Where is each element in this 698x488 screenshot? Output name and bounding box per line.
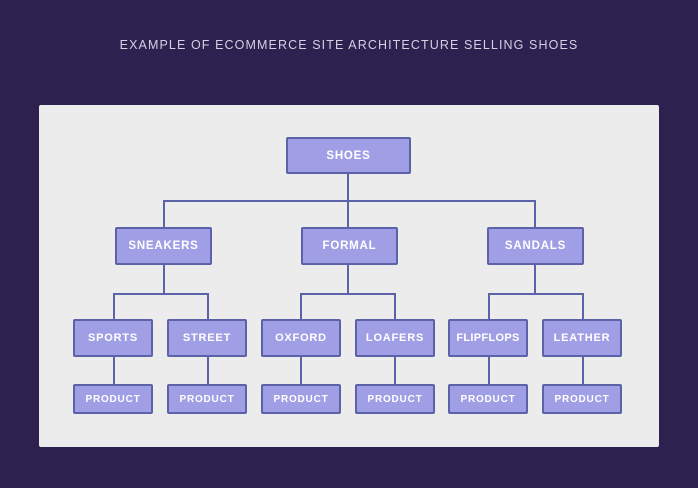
connector-to-leather xyxy=(582,293,584,320)
node-oxford[interactable]: OXFORD xyxy=(261,319,341,357)
node-sneakers[interactable]: SNEAKERS xyxy=(115,227,212,265)
connector-loafers-product xyxy=(394,356,396,386)
connector-to-sneakers xyxy=(163,200,165,228)
connector-to-loafers xyxy=(394,293,396,320)
node-product-loafers[interactable]: PRODUCT xyxy=(355,384,435,414)
node-product-flipflops[interactable]: PRODUCT xyxy=(448,384,528,414)
connector-oxford-product xyxy=(300,356,302,386)
node-product-street[interactable]: PRODUCT xyxy=(167,384,247,414)
node-flipflops[interactable]: FLIPFLOPS xyxy=(448,319,528,357)
connector-leather-product xyxy=(582,356,584,386)
node-loafers[interactable]: LOAFERS xyxy=(355,319,435,357)
node-formal[interactable]: FORMAL xyxy=(301,227,398,265)
connector-sandals-horizontal xyxy=(488,293,584,295)
diagram-title: EXAMPLE OF ECOMMERCE SITE ARCHITECTURE S… xyxy=(119,38,579,52)
connector-sports-product xyxy=(113,356,115,386)
node-leather[interactable]: LEATHER xyxy=(542,319,622,357)
node-shoes[interactable]: SHOES xyxy=(286,137,411,174)
connector-to-street xyxy=(207,293,209,320)
connector-flipflops-product xyxy=(488,356,490,386)
connector-to-flipflops xyxy=(488,293,490,320)
connector-sneakers-horizontal xyxy=(113,293,209,295)
connector-formal-down xyxy=(347,264,349,294)
connector-level1-horizontal xyxy=(163,200,536,202)
node-street[interactable]: STREET xyxy=(167,319,247,357)
node-product-oxford[interactable]: PRODUCT xyxy=(261,384,341,414)
node-product-sports[interactable]: PRODUCT xyxy=(73,384,153,414)
connector-sneakers-down xyxy=(163,264,165,294)
connector-to-sandals xyxy=(534,200,536,228)
connector-to-oxford xyxy=(300,293,302,320)
connector-to-formal xyxy=(347,200,349,228)
connector-street-product xyxy=(207,356,209,386)
node-sports[interactable]: SPORTS xyxy=(73,319,153,357)
node-sandals[interactable]: SANDALS xyxy=(487,227,584,265)
connector-root-down xyxy=(347,173,349,201)
node-product-leather[interactable]: PRODUCT xyxy=(542,384,622,414)
connector-formal-horizontal xyxy=(300,293,396,295)
connector-sandals-down xyxy=(534,264,536,294)
connector-to-sports xyxy=(113,293,115,320)
